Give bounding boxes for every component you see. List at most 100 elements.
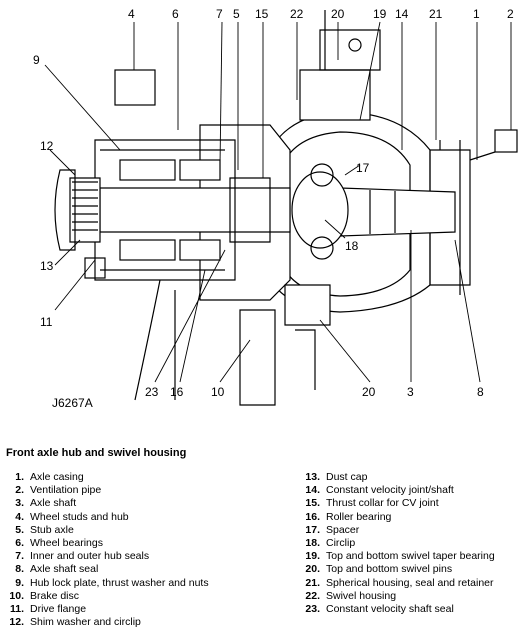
legend-item: 9. Hub lock plate, thrust washer and nuts: [4, 576, 209, 590]
callout-2: 2: [507, 7, 514, 21]
legend-item-number: 19.: [305, 550, 320, 563]
legend-item-number: 13.: [305, 471, 320, 483]
legend-item-number: 7.: [15, 550, 24, 563]
legend-item-number: 6.: [15, 537, 24, 550]
legend-item: 7. Inner and outer hub seals: [4, 550, 209, 563]
callout-16: 16: [170, 385, 184, 399]
legend-item-number: 23.: [305, 603, 320, 616]
legend-item-label: Drive flange: [30, 603, 87, 616]
legend-item-label: Constant velocity joint/shaft: [326, 484, 454, 497]
legend-item-number: 2.: [15, 484, 24, 497]
callout-17: 17: [356, 161, 370, 175]
legend-item-number: 15.: [305, 497, 320, 510]
brake-disc: [239, 309, 276, 406]
callout-9: 9: [33, 53, 40, 67]
legend-item-label: Constant velocity shaft seal: [326, 603, 454, 616]
inner-bearing: [179, 159, 221, 181]
legend-item-label: Stub axle: [30, 523, 74, 536]
legend-item-label: Axle shaft seal: [30, 563, 99, 576]
callout-23: 23: [145, 385, 159, 399]
outer-bearing: [119, 159, 176, 181]
legend-item-number: 18.: [305, 537, 320, 550]
legend-item-number: 11.: [9, 603, 24, 616]
legend-item-label: Ventilation pipe: [30, 484, 102, 497]
legend-item: 12.Shim washer and circlip: [4, 616, 209, 629]
callout-10: 10: [211, 385, 225, 399]
top-swivel-pin: [299, 69, 371, 121]
callout-19: 19: [373, 7, 387, 21]
legend-item-number: 20.: [305, 563, 320, 576]
legend-right-list: 13. Dust cap 14. Constant velocity joint/sh…: [300, 471, 495, 616]
legend-item-label: Swivel housing: [326, 589, 397, 602]
legend-item-label: Hub lock plate, thrust washer and nuts: [30, 576, 209, 589]
axle-shaft: [339, 187, 456, 237]
callout-8: 8: [477, 385, 484, 399]
legend-item-number: 21.: [305, 576, 320, 589]
legend-item: 8. Axle shaft seal: [4, 563, 209, 576]
legend-item-number: 10.: [9, 589, 24, 602]
hub-assembly-diagram: 4 6 7 5 15 22 20 19 14 21 1 2 9 12 17 18…: [33, 7, 518, 410]
callout-22: 22: [290, 7, 304, 21]
legend-item-number: 4.: [15, 510, 24, 523]
legend-item: 10. Brake disc: [4, 590, 209, 603]
callout-3: 3: [407, 385, 414, 399]
callout-1: 1: [473, 7, 480, 21]
legend-item-number: 8.: [15, 563, 24, 576]
legend-item-number: 9.: [15, 576, 24, 589]
legend-item: 22. Swivel housing: [300, 590, 495, 603]
callout-21: 21: [429, 7, 443, 21]
cv-joint: [291, 171, 349, 249]
drive-flange: [69, 177, 101, 243]
legend-item-label: Dust cap: [326, 471, 368, 483]
legend-item-number: 22.: [305, 589, 320, 602]
callout-12: 12: [40, 139, 54, 153]
callout-14: 14: [395, 7, 409, 21]
callout-20-top: 20: [331, 7, 345, 21]
legend-item: 6.Wheel bearings: [4, 537, 209, 550]
legend-item: 17.Spacer: [300, 524, 495, 537]
callout-4: 4: [128, 7, 135, 21]
legend-item: 14. Constant velocity joint/shaft: [300, 484, 495, 497]
legend-item-number: 16.: [305, 510, 320, 523]
legend-item-label: Wheel studs and hub: [30, 510, 129, 523]
bottom-swivel-pin: [284, 284, 331, 326]
legend-item-label: Top and bottom swivel pins: [326, 563, 453, 576]
callout-7: 7: [216, 7, 223, 21]
legend-item: 18. Circlip: [300, 537, 495, 550]
legend-item-label: Axle shaft: [30, 497, 77, 510]
figure-code: J6267A: [52, 396, 93, 410]
stub-axle: [99, 187, 291, 233]
legend-item: 16. Roller bearing: [300, 511, 495, 524]
legend-item-label: Thrust collar for CV joint: [326, 497, 439, 510]
legend-item-label: Roller bearing: [326, 510, 392, 523]
callout-18: 18: [345, 239, 359, 253]
legend-item-label: Inner and outer hub seals: [30, 550, 150, 563]
legend-item-number: 3.: [15, 497, 24, 510]
legend-item: 11. Drive flange: [4, 603, 209, 616]
callout-5: 5: [233, 7, 240, 21]
callout-6: 6: [172, 7, 179, 21]
legend-item-number: 1.: [15, 471, 24, 483]
legend-item-number: 14.: [305, 484, 320, 497]
legend-item-label: Axle casing: [30, 471, 84, 483]
callout-11: 11: [40, 315, 53, 329]
legend-item: 21. Spherical housing, seal and retainer: [300, 577, 495, 590]
ventilation-pipe: [494, 129, 518, 153]
legend-item-label: Spacer: [326, 523, 360, 536]
legend-item-label: Brake disc: [30, 589, 80, 602]
callout-20-bottom: 20: [362, 385, 376, 399]
callout-13: 13: [40, 259, 54, 273]
legend-left-list: 1. Axle casing 2. Ventilation pipe 3. Axle sh…: [4, 471, 209, 629]
legend-item: 23. Constant velocity shaft seal: [300, 603, 495, 616]
legend-item: 20. Top and bottom swivel pins: [300, 563, 495, 576]
legend-item: 15. Thrust collar for CV joint: [300, 497, 495, 510]
legend-item-label: Spherical housing, seal and retainer: [326, 576, 494, 589]
legend-item: 3. Axle shaft: [4, 497, 209, 510]
legend-item-label: Top and bottom swivel taper bearing: [326, 550, 495, 563]
legend-item: 13. Dust cap: [300, 471, 495, 484]
figure-caption: Front axle hub and swivel housing: [6, 447, 187, 459]
callout-15: 15: [255, 7, 269, 21]
legend-item: 5.Stub axle: [4, 524, 209, 537]
legend-item-label: Circlip: [326, 537, 356, 550]
legend-item: 4. Wheel studs and hub: [4, 511, 209, 524]
